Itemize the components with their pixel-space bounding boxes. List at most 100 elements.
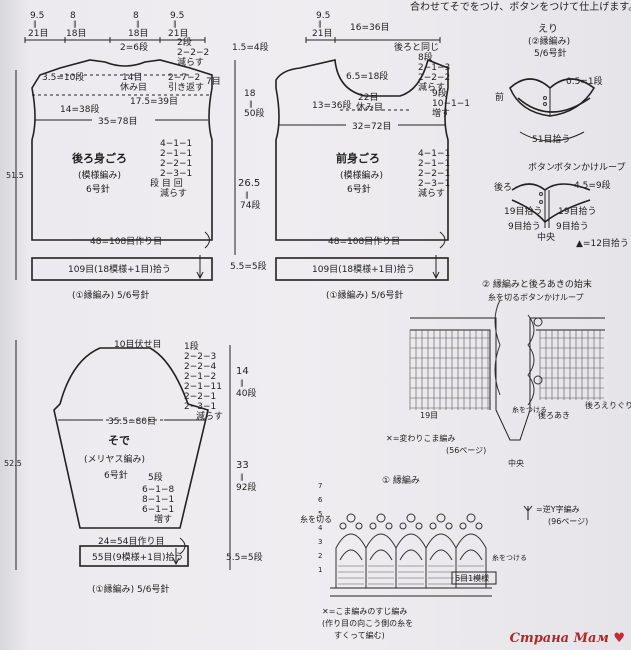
front-needle: 6号針 [347, 183, 371, 195]
back-side-h: 26.5 [238, 178, 260, 189]
chart2-grid-left [409, 330, 490, 410]
back-top-sts-3: 18目 [128, 28, 148, 39]
front-dec-1: 4−1−1 [418, 149, 450, 159]
watermark: Страна Мам ♥ [510, 631, 625, 646]
sleeve-cap-7: 2−3−1 [184, 402, 216, 412]
svg-text:‖: ‖ [136, 20, 140, 28]
front-neck-1: 8段 [418, 51, 433, 63]
chart1-repeat: 6目1模様 [455, 573, 489, 583]
front-cast-on: 48=108目作り目 [328, 235, 400, 247]
back-dec-4: 2−3−1 [160, 169, 192, 179]
front-inc-3: 増す [432, 107, 450, 119]
sleeve-cap-1: 1段 [184, 340, 199, 352]
chart1-row-number: 5 [318, 510, 322, 518]
sleeve-pickup: 55目(9模様+1目)拾う [92, 551, 183, 563]
top-note: 合わせてそでをつけ、ボタンをつけて仕上げます。 [410, 0, 631, 13]
back-cast-on: 48=108目作り目 [90, 235, 162, 247]
front-inc-2: 10−1−1 [432, 99, 470, 109]
placket-sts-c: 9目拾う [508, 220, 541, 232]
chart2-cut-yarn: 糸を切る [488, 292, 520, 302]
front-armhole-13: 13=36段 [312, 99, 351, 111]
back-top-dim-3: 8 [133, 11, 139, 21]
svg-text:‖: ‖ [73, 20, 77, 28]
chart2-legend-ref: (56ページ) [446, 446, 486, 455]
chart2-attach-yarn: 糸をつける [512, 405, 547, 414]
placket-center: 中央 [537, 231, 555, 243]
front-same-as-back: 後ろと同じ [394, 41, 439, 53]
back-neck-center: 2=6段 [120, 41, 148, 53]
sleeve-cap-3: 2−2−4 [184, 362, 217, 372]
chart-edging-back-opening: ② 縁編みと後ろあきの始末 糸を切る ボタンかけループ 19目 中央 後ろあき … [386, 278, 631, 468]
placket-diagram: ボタン ボタンかけループ 後ろ 4.5=9段 19目拾う 19目拾う 9目拾う … [494, 162, 629, 249]
sleeve-body-rows: 92段 [236, 481, 256, 493]
sleeve-cap-5: 2−1−11 [184, 382, 222, 392]
sleeve-inc-2: 6−1−8 [142, 485, 175, 495]
back-shoulder-step-1: 2−7−2 [168, 73, 200, 83]
sleeve-inc-3: 8−1−1 [142, 495, 174, 505]
back-dec-6: 減らす [160, 187, 187, 199]
sleeve-inc-1: 5段 [148, 471, 163, 483]
placket-sts-d: 9目拾う [556, 220, 589, 232]
chart1-row-number: 7 [318, 482, 322, 490]
svg-text:‖: ‖ [173, 20, 177, 28]
back-armhole-h: 18 [244, 89, 256, 99]
sleeve-cap-6: 2−2−1 [184, 392, 216, 402]
chart1-note3: すくって編む) [334, 630, 385, 640]
chart1-row-number: 3 [318, 538, 322, 546]
back-body-diagram: 9.5 8 8 9.5 ‖‖‖‖ 21目 18目 18目 21目 2=6段 2段… [6, 11, 269, 301]
back-needle: 6号針 [86, 183, 110, 195]
sleeve-inc-4: 6−1−1 [142, 505, 174, 515]
front-hold-2: 休み目 [356, 101, 383, 113]
back-armhole-14: 14=38段 [60, 103, 99, 115]
back-pickup: 109目(18模様+1目)拾う [68, 263, 171, 275]
sleeve-subtitle: (メリヤス編み) [84, 453, 145, 465]
front-title: 前身ごろ [336, 151, 380, 165]
back-total-h: 51.5 [6, 171, 24, 180]
front-top-sts: 21目 [312, 28, 332, 39]
chart1-row-number: 1 [318, 566, 322, 574]
svg-text:‖: ‖ [249, 100, 253, 108]
collar-pickup: 51目拾う [532, 133, 570, 145]
front-subtitle: (模様編み) [340, 169, 383, 181]
sleeve-diagram: 10目伏せ目 1段 2−2−3 2−2−4 2−1−2 2−1−11 2−2−1… [4, 338, 263, 595]
sleeve-cap-8: 減らす [196, 410, 223, 422]
back-hold-2: 休み目 [120, 81, 147, 93]
back-rib-label: (①縁編み) 5/6号針 [72, 289, 149, 301]
sleeve-body-h: 33 [236, 460, 249, 471]
front-hold-1: 22目 [358, 92, 378, 103]
watermark-text: Страна Мам [509, 631, 609, 646]
collar-title: えり [538, 23, 558, 35]
back-dec-2: 2−1−1 [160, 149, 192, 159]
placket-back-label: 後ろ [494, 181, 512, 193]
sleeve-cap-rows: 40段 [236, 387, 256, 399]
back-dec-1: 4−1−1 [160, 139, 192, 149]
back-dec-3: 2−2−1 [160, 159, 192, 169]
sleeve-cast-on: 24=54目作り目 [98, 535, 164, 547]
svg-text:‖: ‖ [318, 20, 322, 28]
chart1-row-number: 6 [318, 496, 323, 504]
placket-pickup-note: ▲=12目拾う [576, 237, 629, 249]
back-width-175: 17.5=39目 [130, 96, 178, 107]
placket-dim: 4.5=9段 [574, 179, 611, 191]
chart1-note2: (作り目の向こう側の糸を [322, 618, 413, 628]
back-seven-sts: 7目 [206, 76, 221, 87]
back-right-15: 1.5=4段 [232, 41, 269, 53]
collar-dim: 0.5=1段 [566, 75, 603, 87]
chart2-legend: ✕=変わりこま編み [386, 433, 455, 443]
collar-diagram: えり (②縁編み) 5/6号針 前 0.5=1段 51目拾う [495, 23, 603, 145]
front-neck-3: 2−2−2 [418, 73, 450, 83]
back-subtitle: (模様編み) [78, 169, 121, 181]
front-dim-65: 6.5=18段 [346, 70, 388, 82]
sleeve-width: 35.5=80目 [108, 416, 156, 427]
sleeve-rib-label: (①縁編み) 5/6号針 [92, 583, 169, 595]
front-inc-1: 9段 [432, 87, 447, 99]
chart1-cut-yarn: 糸を切る [300, 514, 332, 524]
back-neck-step-2: 2−2−2 [177, 48, 209, 58]
collar-front-label: 前 [495, 91, 504, 103]
chart2-back-collar: 後ろえりぐり [585, 400, 631, 410]
chart2-center: 中央 [508, 458, 524, 468]
front-dec-4: 2−3−1 [418, 179, 450, 189]
